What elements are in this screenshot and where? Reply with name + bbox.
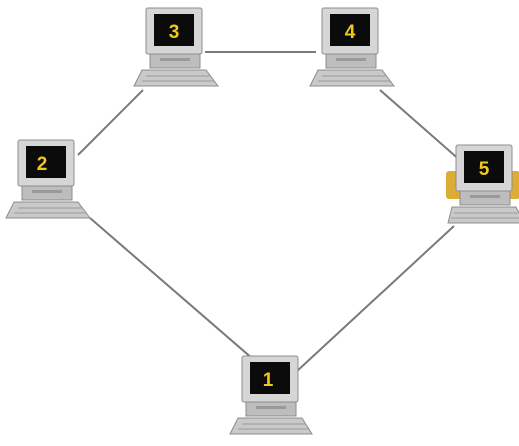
keyboard: [447, 206, 519, 224]
computer-node-3: 3: [133, 7, 219, 87]
keyboard: [229, 417, 313, 435]
monitor-screen: [250, 362, 290, 394]
drive-slot: [160, 58, 190, 61]
monitor-screen: [330, 14, 370, 46]
computer-node-5: 5: [446, 144, 519, 224]
keyboard: [133, 69, 219, 87]
node-label-4: 4: [345, 22, 356, 43]
computer-node-4: 4: [309, 7, 395, 87]
monitor-screen: [464, 151, 504, 183]
drive-slot: [32, 190, 62, 193]
link-4-5: [379, 89, 463, 163]
monitor-screen: [154, 14, 194, 46]
keyboard: [309, 69, 395, 87]
keyboard: [5, 201, 91, 219]
node-label-5: 5: [479, 159, 490, 180]
node-label-1: 1: [263, 370, 274, 391]
drive-slot: [470, 195, 500, 198]
link-2-1: [89, 217, 269, 373]
node-label-3: 3: [169, 22, 180, 43]
computer-node-2: 2: [5, 139, 91, 219]
monitor-screen: [26, 146, 66, 178]
drive-slot: [336, 58, 366, 61]
link-5-1: [295, 225, 455, 373]
drive-slot: [256, 406, 286, 409]
links-layer: [77, 51, 463, 373]
computer-node-1: 1: [229, 355, 313, 435]
node-label-2: 2: [37, 154, 48, 175]
link-2-3: [77, 89, 144, 156]
